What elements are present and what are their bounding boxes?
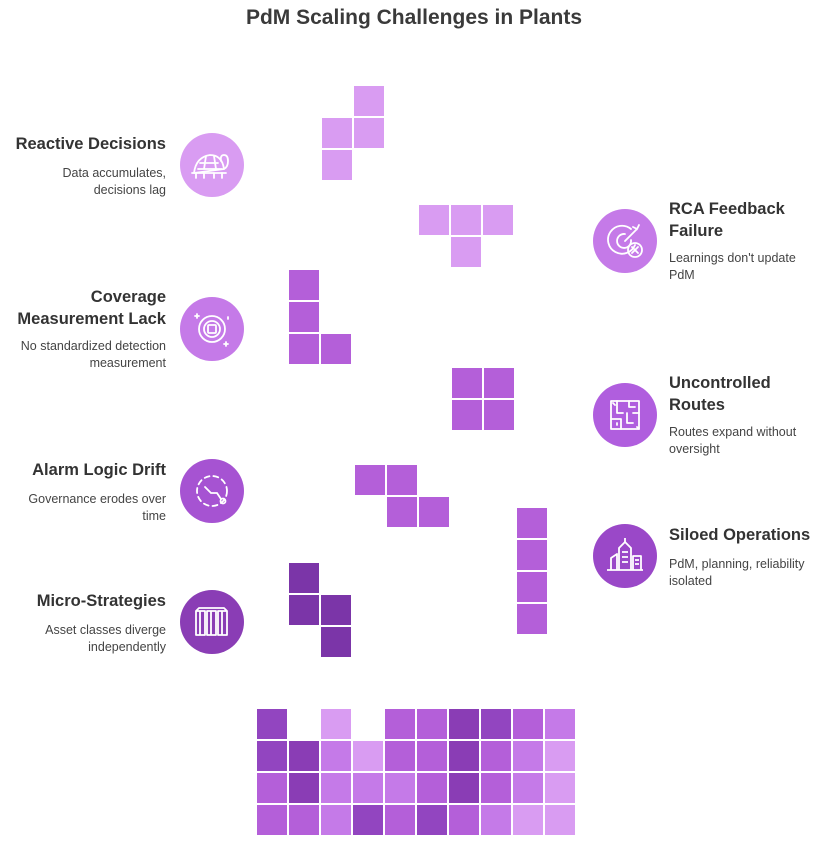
tetris-block (543, 803, 577, 837)
item-siloed-operations: Siloed Operations PdM, planning, reliabi… (669, 524, 810, 590)
tetris-block (383, 771, 417, 805)
tetris-block (351, 739, 385, 773)
item-reactive-decisions: Reactive Decisions Data accumulates, dec… (16, 133, 166, 199)
tetris-block (415, 771, 449, 805)
maze-icon (593, 383, 657, 447)
tetris-block (353, 463, 387, 497)
item-coverage-measurement: Coverage Measurement Lack No standardize… (17, 286, 166, 372)
tetris-block (287, 268, 321, 302)
tetris-block (287, 300, 321, 334)
tetris-block (511, 707, 545, 741)
tetris-block (383, 803, 417, 837)
tetris-block (450, 398, 484, 432)
tetris-block (450, 366, 484, 400)
item-title: Reactive Decisions (15, 135, 166, 153)
tetris-block (479, 803, 513, 837)
tetris-block (449, 235, 483, 269)
tetris-block (287, 771, 321, 805)
tetris-block (515, 538, 549, 572)
tetris-block (352, 84, 386, 118)
tetris-block (319, 739, 353, 773)
tetris-block (351, 771, 385, 805)
buildings-icon (593, 524, 657, 588)
item-micro-strategies: Micro-Strategies Asset classes diverge i… (37, 590, 166, 656)
turtle-icon (180, 133, 244, 197)
tetris-block (447, 803, 481, 837)
tetris-block (319, 707, 353, 741)
tetris-block (319, 771, 353, 805)
tetris-block (447, 707, 481, 741)
tetris-block (287, 561, 321, 595)
tetris-block (385, 463, 419, 497)
tetris-block (482, 366, 516, 400)
tetris-block (383, 707, 417, 741)
tetris-block (319, 625, 353, 659)
item-desc: PdM, planning, reliability isolated (669, 557, 805, 588)
tetris-block (415, 707, 449, 741)
tetris-block (479, 707, 513, 741)
tetris-block (511, 803, 545, 837)
item-desc: Learnings don't update PdM (669, 251, 796, 282)
tetris-block (385, 495, 419, 529)
tetris-block (319, 803, 353, 837)
tetris-block (515, 570, 549, 604)
tetris-block (481, 203, 515, 237)
target-failure-icon (593, 209, 657, 273)
page-title: PdM Scaling Challenges in Plants (245, 6, 583, 29)
tetris-block (287, 593, 321, 627)
item-rca-feedback: RCA Feedback Failure Learnings don't upd… (669, 198, 796, 284)
tetris-block (511, 739, 545, 773)
item-desc: Data accumulates, decisions lag (62, 166, 166, 197)
tetris-block (415, 739, 449, 773)
tetris-block (479, 771, 513, 805)
tetris-block (255, 739, 289, 773)
tetris-block (543, 739, 577, 773)
tetris-block (287, 332, 321, 366)
item-title: Siloed Operations (669, 526, 811, 544)
tetris-block (482, 398, 516, 432)
tetris-block (479, 739, 513, 773)
tetris-block (319, 332, 353, 366)
tetris-block (320, 148, 354, 182)
tetris-block (449, 203, 483, 237)
item-title: Coverage Measurement Lack (17, 288, 166, 328)
tetris-block (511, 771, 545, 805)
tetris-block (415, 803, 449, 837)
tetris-block (352, 116, 386, 150)
columns-icon (180, 590, 244, 654)
item-desc: Governance erodes over time (28, 492, 166, 523)
tetris-block (320, 116, 354, 150)
item-desc: Asset classes diverge independently (45, 623, 166, 654)
tetris-block (351, 803, 385, 837)
tetris-block (515, 506, 549, 540)
tetris-block (383, 739, 417, 773)
tetris-block (447, 739, 481, 773)
item-alarm-logic-drift: Alarm Logic Drift Governance erodes over… (28, 459, 166, 525)
tetris-block (255, 771, 289, 805)
tetris-block (255, 803, 289, 837)
tetris-block (255, 707, 289, 741)
item-title: Micro-Strategies (36, 592, 166, 610)
tetris-block (515, 602, 549, 636)
item-uncontrolled-routes: Uncontrolled Routes Routes expand withou… (669, 372, 796, 458)
tetris-block (287, 739, 321, 773)
drift-icon (180, 459, 244, 523)
tetris-block (447, 771, 481, 805)
tetris-block (543, 771, 577, 805)
tetris-block (417, 203, 451, 237)
item-title: Alarm Logic Drift (32, 461, 166, 479)
item-desc: No standardized detection measurement (20, 339, 166, 370)
tetris-block (417, 495, 451, 529)
tetris-block (319, 593, 353, 627)
tetris-block (287, 803, 321, 837)
tetris-block (543, 707, 577, 741)
target-icon (180, 297, 244, 361)
item-title: RCA Feedback Failure (669, 200, 785, 240)
item-desc: Routes expand without oversight (669, 425, 797, 456)
item-title: Uncontrolled Routes (669, 374, 771, 414)
